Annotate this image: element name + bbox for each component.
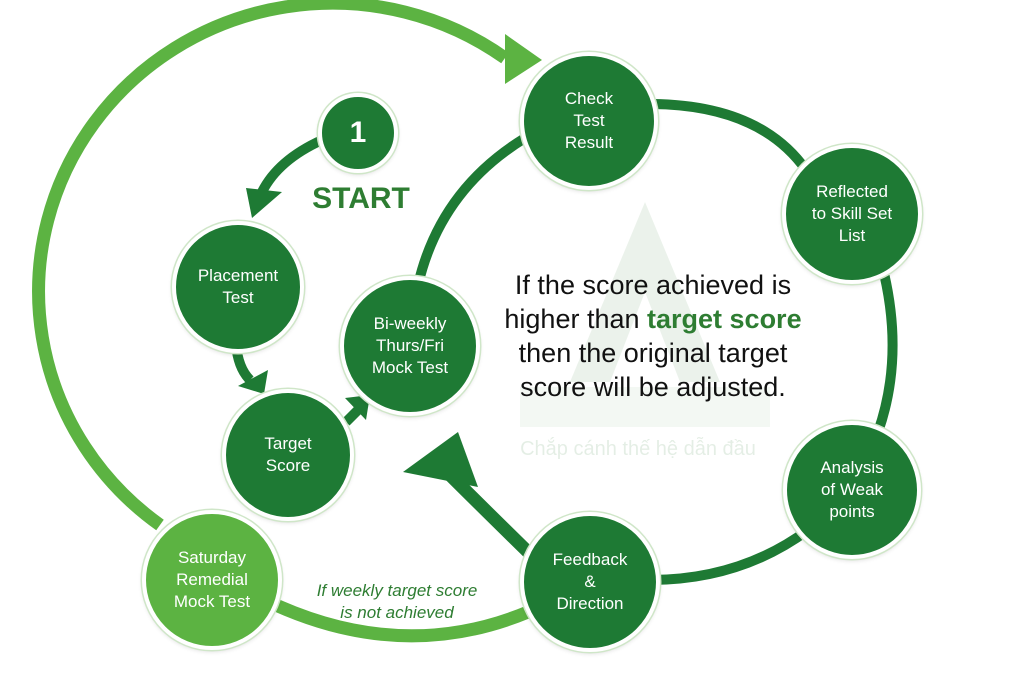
center-note: If the score achieved is higher than tar… [498,268,808,404]
watermark-subtitle: Chắp cánh thế hệ dẫn đầu [520,438,756,460]
node-analysis-weak-points-label: Analysis of Weak points [820,458,884,521]
cycle-check-to-reflected [651,99,811,173]
outer-loop-arrow [32,0,509,531]
loop-note-text: If weekly target score is not achieved [316,581,478,622]
start-to-placement-arrowhead [246,188,282,218]
placement-to-target-arrowhead [238,370,268,394]
center-note-part1: If the score achieved is higher than [504,270,792,334]
node-biweekly-mock-test-label: Bi-weekly Thurs/Fri Mock Test [371,314,449,377]
node-saturday-remedial-label: Saturday Remedial Mock Test [173,548,251,611]
node-saturday-remedial: Saturday Remedial Mock Test [142,510,282,650]
target-to-biweekly-arrowhead [345,395,370,420]
node-feedback-direction-label: Feedback & Direction [552,550,628,613]
node-check-test-result: Check Test Result [520,52,658,190]
center-note-part2: then the original target score will be a… [518,338,788,402]
node-target-score: Target Score [222,389,354,521]
feedback-to-biweekly-arrowhead [403,432,478,487]
node-placement-test-label: Placement Test [197,266,279,307]
node-biweekly-mock-test: Bi-weekly Thurs/Fri Mock Test [340,276,480,416]
cycle-analysis-to-feedback [649,525,811,585]
node-target-score-label: Target Score [264,434,312,475]
center-note-highlight: target score [647,304,802,334]
node-check-test-result-label: Check Test Result [564,89,614,152]
node-reflected-skill-set: Reflected to Skill Set List [782,144,922,284]
start-step-circle: 1 [318,93,398,173]
node-analysis-weak-points: Analysis of Weak points [783,421,921,559]
cycle-reflected-to-analysis [873,263,898,434]
start-label: START [312,182,410,215]
node-reflected-skill-set-label: Reflected to Skill Set List [811,182,893,245]
node-feedback-direction: Feedback & Direction [520,512,660,652]
start-to-placement-arrow [257,135,325,195]
remedial-loop-arrow [262,594,531,643]
cycle-biweekly-to-check [413,133,528,287]
loop-note: If weekly target score is not achieved [292,580,502,624]
node-placement-test: Placement Test [172,221,304,353]
outer-loop-arrowhead [505,34,542,84]
start-step-number: 1 [349,116,367,149]
